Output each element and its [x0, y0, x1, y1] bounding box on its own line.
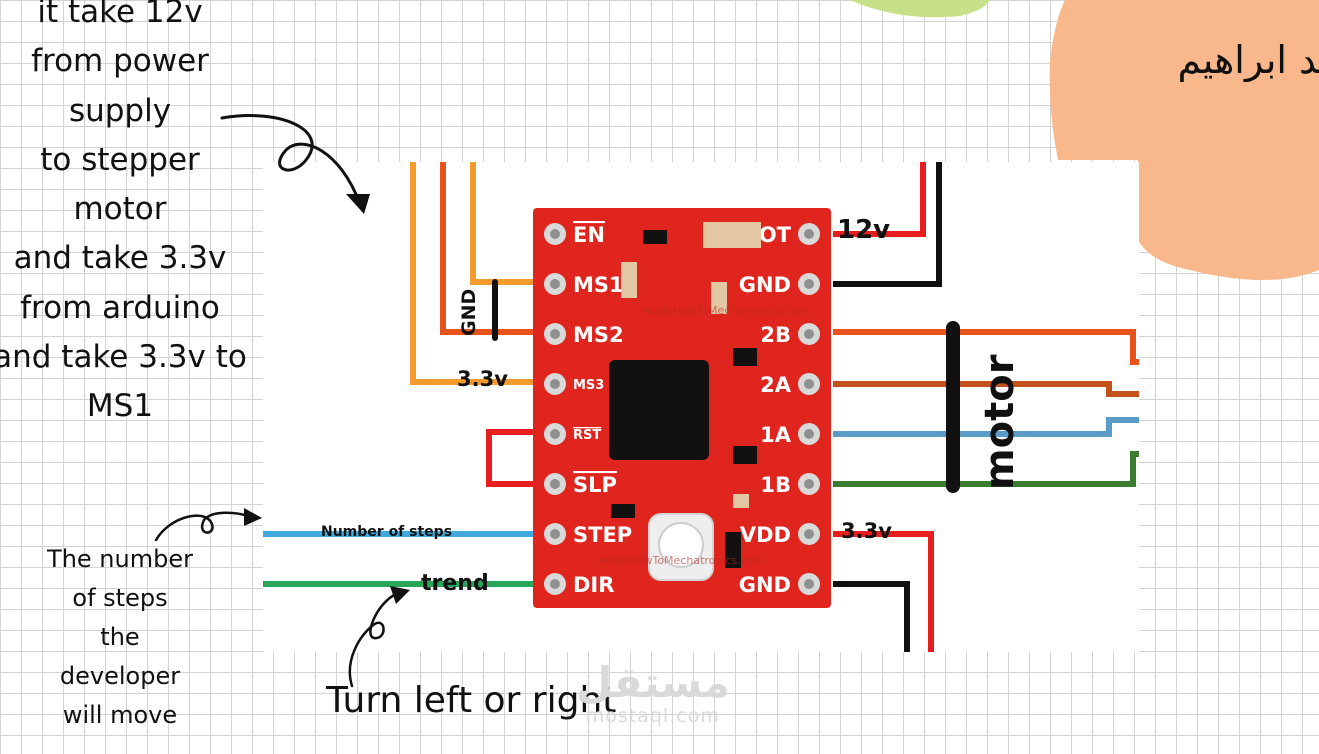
pin-hole-center	[550, 279, 560, 289]
note-line: MS1	[86, 388, 154, 425]
turn-arrow	[348, 592, 398, 688]
board-watermark-bottom: www.HowToMechatronics.com	[599, 554, 764, 567]
pin-label-right: 2A	[760, 373, 792, 397]
smd-beige-1	[703, 222, 761, 248]
stepper-driver-diagram: ENMS1MS2MS3RSTSLPSTEPDIRVMOTGND2B2A1A1BV…	[263, 162, 1139, 652]
steps-arrow-line	[154, 511, 250, 542]
smd-black-3	[733, 446, 757, 464]
turn-arrow-head	[390, 586, 410, 604]
steps-note: The number of steps the developer will move	[20, 540, 220, 735]
note-line: and take 3.3v to	[0, 339, 247, 376]
wire-gnd-black	[833, 162, 942, 287]
pin-hole-center	[804, 479, 814, 489]
label-gnd: GND	[458, 289, 480, 336]
pin-label-left: MS3	[573, 378, 604, 393]
pin-hole-center	[550, 329, 560, 339]
label-12v: 12v	[837, 215, 890, 245]
pin-label-left: MS1	[573, 273, 624, 297]
power-arrow-line	[220, 114, 362, 206]
pin-label-right: GND	[739, 273, 791, 297]
wire-1a	[833, 417, 1139, 437]
smd-beige-4	[733, 494, 749, 508]
pin-hole-center	[550, 579, 560, 589]
mostaql-watermark: مستقل mostaql.com	[576, 658, 730, 727]
watermark-latin: mostaql.com	[585, 705, 720, 727]
turn-arrow-line	[348, 592, 398, 688]
peach-blob	[1049, 0, 1319, 280]
pin-label-left: RST	[573, 428, 601, 443]
smd-black-4	[611, 504, 635, 518]
wire-ms2-orange	[440, 162, 553, 335]
power-arrow	[220, 114, 362, 206]
note-line: supply	[68, 92, 172, 129]
wire-1b	[833, 451, 1139, 487]
steps-arrow	[154, 511, 250, 542]
pin-hole-center	[550, 529, 560, 539]
pin-hole-center	[804, 429, 814, 439]
wire-ms1-orange	[470, 162, 553, 285]
note-line: the	[100, 623, 140, 651]
pin-label-left: EN	[573, 223, 605, 247]
note-line: it take 12v	[37, 0, 203, 30]
wire-ms3-orange	[410, 162, 553, 385]
note-line: motor	[73, 191, 167, 228]
smd-black-1	[643, 230, 667, 244]
wire-gnd2-black	[833, 581, 910, 652]
pin-hole-center	[550, 229, 560, 239]
pin-hole-center	[804, 279, 814, 289]
pin-label-left: SLP	[573, 473, 617, 497]
power-arrow-head	[346, 194, 370, 214]
pin-hole-center	[550, 379, 560, 389]
note-line: from power	[31, 43, 209, 80]
wire-rst-slp-loop	[486, 429, 553, 487]
smd-beige-2	[621, 262, 637, 298]
pin-hole-center	[804, 529, 814, 539]
turn-note: Turn left or right	[326, 680, 617, 721]
label-number-of-steps: Number of steps	[321, 524, 452, 540]
board-watermark-top: www.HowToMechatronics.com	[643, 304, 808, 317]
pin-hole-center	[804, 329, 814, 339]
smd-beige-3	[711, 282, 727, 314]
pin-hole-center	[804, 229, 814, 239]
pin-label-right: 2B	[760, 323, 791, 347]
chip	[609, 360, 709, 460]
wire-vdd-red	[833, 531, 934, 652]
label-3v3-ms: 3.3v	[457, 367, 508, 391]
pin-label-right: GND	[739, 573, 791, 597]
pin-holes	[544, 223, 820, 595]
pin-label-right: 1A	[760, 423, 792, 447]
note-line: developer	[59, 662, 181, 690]
lime-blob	[850, 0, 990, 18]
watermark-arabic: مستقل	[576, 658, 730, 707]
note-line: will move	[62, 701, 178, 729]
steps-arrow-head	[244, 508, 262, 526]
potentiometer-knob	[658, 522, 704, 568]
power-note: it take 12v from power supply to stepper mot…	[0, 0, 270, 432]
wire-2b	[833, 329, 1139, 365]
note-line: of steps	[72, 584, 168, 612]
pin-hole-center	[804, 379, 814, 389]
pin-hole-center	[804, 579, 814, 589]
smd-black-5	[725, 532, 741, 568]
pin-label-right: VDD	[740, 523, 791, 547]
note-line: and take 3.3v	[13, 240, 227, 277]
pin-label-left: MS2	[573, 323, 624, 347]
smd-black-2	[733, 348, 757, 366]
author-name: ﺪ ﺍﺑﺮﺍﻫﻴﻢ	[1177, 38, 1319, 82]
note-line: to stepper	[40, 141, 200, 178]
pin-label-right: 1B	[760, 473, 791, 497]
note-line: from arduino	[20, 289, 220, 326]
pin-label-left: STEP	[573, 523, 632, 547]
label-motor: motor	[977, 354, 1023, 490]
pin-hole-center	[550, 429, 560, 439]
wire-2a	[833, 381, 1139, 397]
pin-hole-center	[550, 479, 560, 489]
pin-label-left: DIR	[573, 573, 614, 597]
label-trend: trend	[421, 571, 489, 596]
label-3v3-vdd: 3.3v	[841, 519, 892, 543]
note-line: The number	[47, 545, 193, 573]
wire-vmot-red	[833, 162, 926, 237]
